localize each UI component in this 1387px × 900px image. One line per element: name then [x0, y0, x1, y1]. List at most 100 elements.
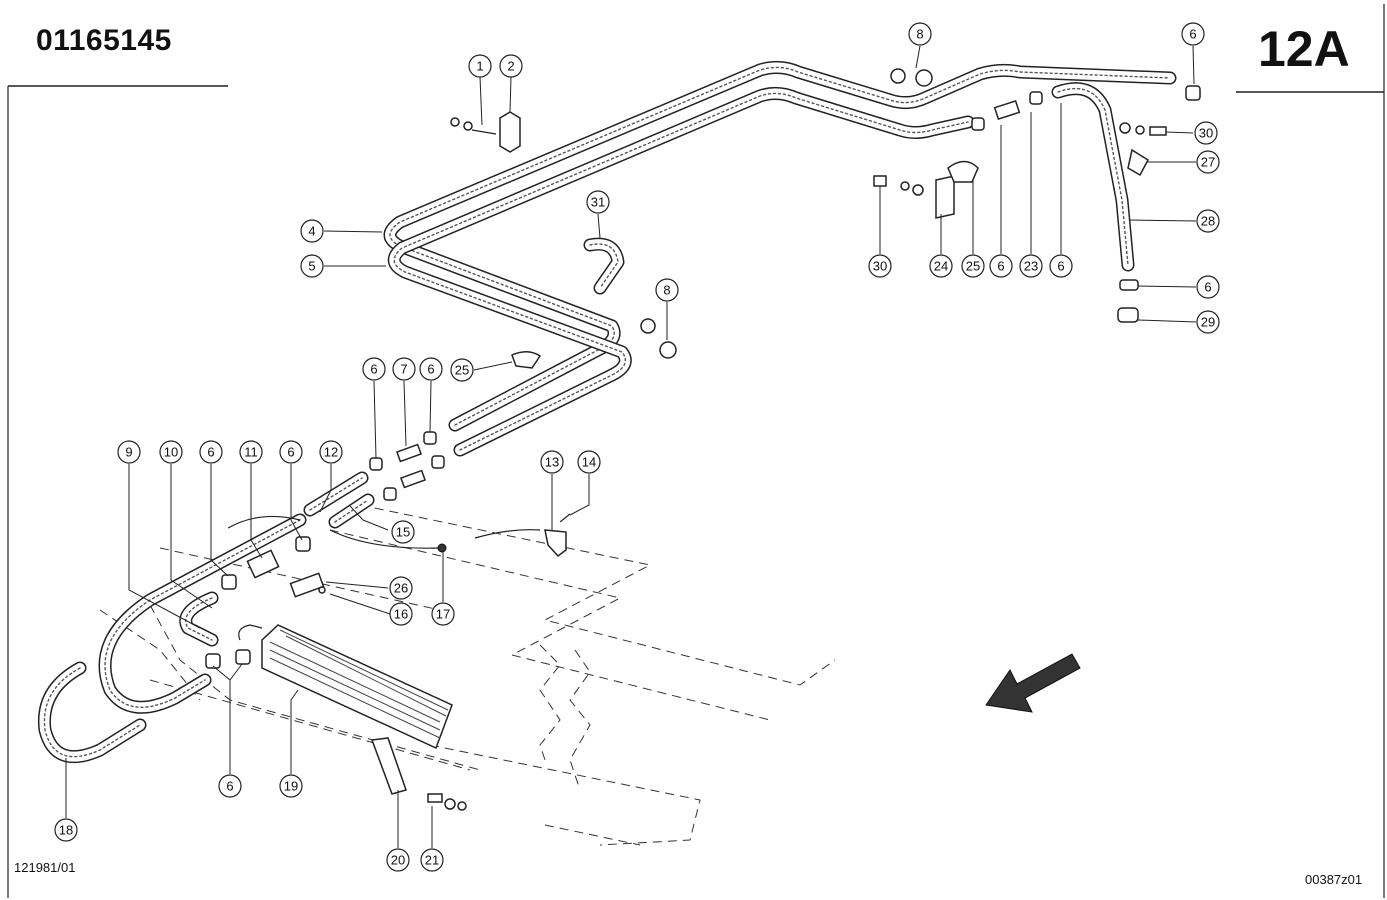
- callout-19: 19: [279, 774, 303, 798]
- svg-text:27: 27: [1201, 155, 1215, 170]
- callout-30: 30: [1194, 121, 1218, 145]
- svg-text:12: 12: [324, 445, 338, 460]
- svg-text:24: 24: [934, 259, 948, 274]
- callout-6: 6: [199, 440, 223, 464]
- svg-text:7: 7: [400, 362, 407, 377]
- callout-10: 10: [159, 440, 183, 464]
- callout-6: 6: [989, 254, 1013, 278]
- svg-text:31: 31: [591, 195, 605, 210]
- fittings: [205, 68, 1201, 811]
- hose-9: [98, 513, 307, 714]
- svg-text:6: 6: [226, 779, 233, 794]
- callout-7: 7: [392, 357, 416, 381]
- callout-24: 24: [929, 254, 953, 278]
- callout-25: 25: [961, 254, 985, 278]
- svg-text:8: 8: [916, 27, 923, 42]
- svg-text:6: 6: [370, 362, 377, 377]
- callout-21: 21: [420, 848, 444, 872]
- svg-text:6: 6: [207, 445, 214, 460]
- svg-text:19: 19: [284, 779, 298, 794]
- svg-text:6: 6: [997, 259, 1004, 274]
- svg-text:25: 25: [966, 259, 980, 274]
- callout-9: 9: [117, 440, 141, 464]
- svg-text:9: 9: [125, 445, 132, 460]
- callout-15: 15: [391, 520, 415, 544]
- svg-text:6: 6: [1204, 280, 1211, 295]
- hose-31: [583, 237, 625, 295]
- hose-28: [1051, 82, 1135, 272]
- svg-text:6: 6: [1189, 27, 1196, 42]
- svg-text:13: 13: [545, 455, 559, 470]
- hose-5: [387, 86, 975, 457]
- callout-20: 20: [386, 848, 410, 872]
- svg-text:20: 20: [391, 853, 405, 868]
- svg-text:5: 5: [308, 259, 315, 274]
- svg-text:18: 18: [59, 823, 73, 838]
- hose-10: [179, 591, 219, 647]
- hose-18: [37, 661, 147, 764]
- leader-lines: [65, 45, 1197, 848]
- svg-text:6: 6: [287, 445, 294, 460]
- callout-6: 6: [419, 357, 443, 381]
- svg-text:25: 25: [455, 363, 469, 378]
- hose-4: [383, 60, 1177, 432]
- frame-rules: [7, 4, 1385, 898]
- callout-26: 26: [389, 576, 413, 600]
- callout-6: 6: [279, 440, 303, 464]
- svg-text:10: 10: [164, 445, 178, 460]
- callout-6: 6: [218, 774, 242, 798]
- svg-text:17: 17: [436, 607, 450, 622]
- callout-11: 11: [239, 440, 263, 464]
- svg-text:4: 4: [308, 224, 315, 239]
- callout-1: 1: [468, 54, 492, 78]
- callout-8: 8: [655, 278, 679, 302]
- svg-text:1: 1: [476, 59, 483, 74]
- svg-text:6: 6: [1057, 259, 1064, 274]
- svg-text:30: 30: [1199, 126, 1213, 141]
- callout-12: 12: [319, 440, 343, 464]
- svg-text:29: 29: [1201, 315, 1215, 330]
- svg-text:6: 6: [427, 362, 434, 377]
- callout-2: 2: [499, 54, 523, 78]
- svg-text:26: 26: [394, 581, 408, 596]
- callout-5: 5: [300, 254, 324, 278]
- svg-text:28: 28: [1201, 214, 1215, 229]
- svg-text:11: 11: [244, 445, 258, 460]
- callout-30: 30: [868, 254, 892, 278]
- callout-17: 17: [431, 602, 455, 626]
- svg-text:8: 8: [663, 283, 670, 298]
- vehicle-floor-outline: [99, 504, 836, 846]
- svg-text:21: 21: [425, 853, 439, 868]
- svg-text:2: 2: [507, 59, 514, 74]
- footer-left-code: 121981/01: [14, 860, 76, 875]
- callout-16: 16: [389, 602, 413, 626]
- callout-23: 23: [1019, 254, 1043, 278]
- callout-6: 6: [1196, 275, 1220, 299]
- callout-29: 29: [1196, 310, 1220, 334]
- callout-25: 25: [450, 358, 474, 382]
- callout-28: 28: [1196, 209, 1220, 233]
- callout-31: 31: [586, 190, 610, 214]
- callout-6: 6: [362, 357, 386, 381]
- direction-arrow-icon: [985, 653, 1081, 713]
- heat-exchanger-19: [238, 624, 453, 750]
- callout-6: 6: [1049, 254, 1073, 278]
- svg-text:23: 23: [1024, 259, 1038, 274]
- footer-right-code: 00387z01: [1305, 872, 1363, 887]
- callout-27: 27: [1196, 150, 1220, 174]
- document-number: 01165145: [36, 24, 172, 57]
- svg-text:15: 15: [396, 525, 410, 540]
- callout-13: 13: [540, 450, 564, 474]
- callout-4: 4: [300, 219, 324, 243]
- svg-text:30: 30: [873, 259, 887, 274]
- section-code: 12A: [1258, 21, 1350, 77]
- callout-18: 18: [54, 818, 78, 842]
- hose-15-segments: [303, 471, 375, 529]
- callout-8: 8: [908, 22, 932, 46]
- callout-14: 14: [577, 450, 601, 474]
- svg-text:16: 16: [394, 607, 408, 622]
- svg-text:14: 14: [582, 455, 596, 470]
- callout-6: 6: [1181, 22, 1205, 46]
